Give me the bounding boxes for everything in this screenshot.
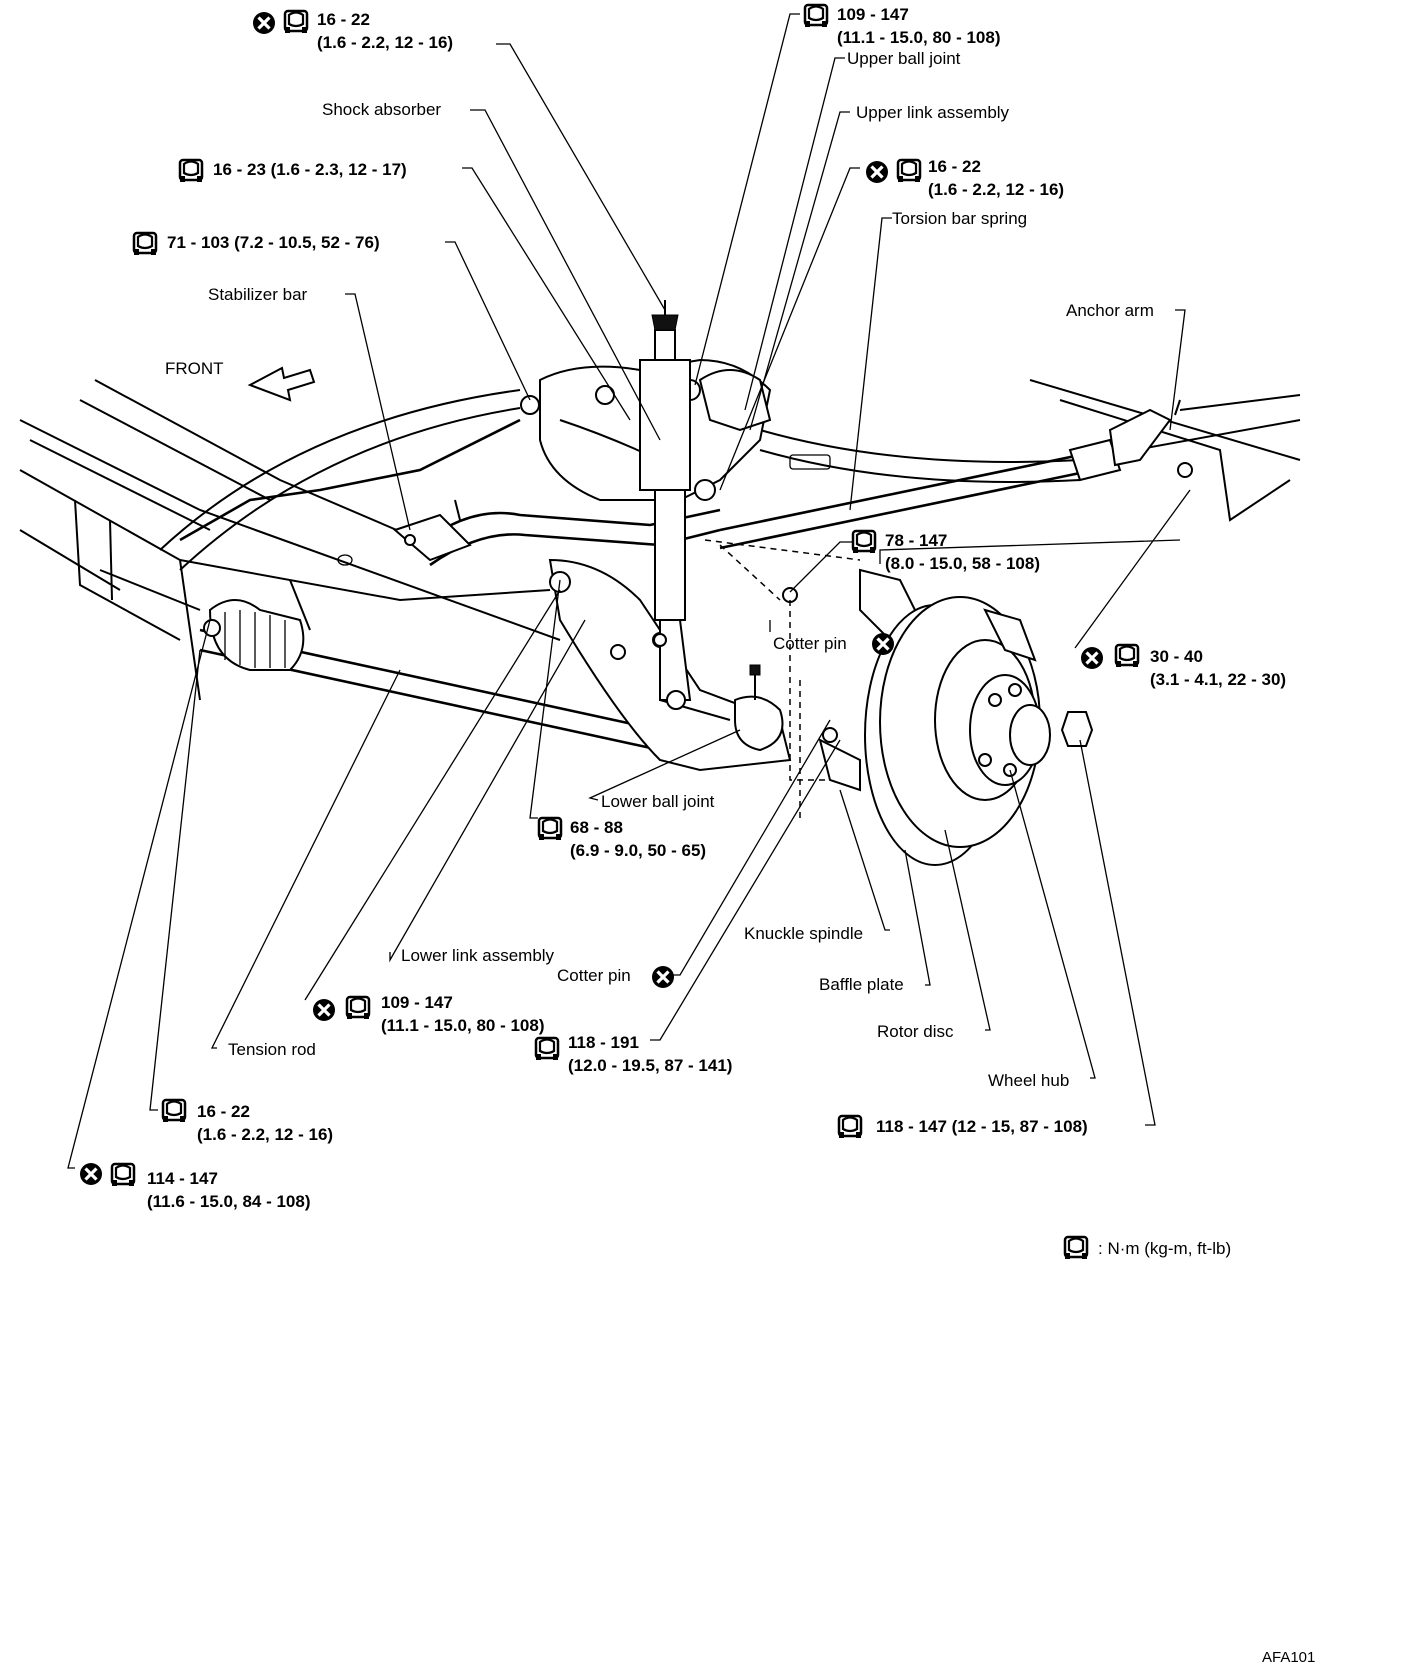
lower-ball-joint-label: Lower ball joint xyxy=(601,792,715,811)
torque-wrench-icon xyxy=(803,3,829,29)
replace-icon xyxy=(870,631,896,657)
knuckle-spindle-label: Knuckle spindle xyxy=(744,924,863,943)
torque-wrench-icon xyxy=(851,529,877,555)
upper-link-assembly-label: Upper link assembly xyxy=(856,103,1010,122)
torque-wrench-icon xyxy=(178,158,204,184)
torque-30-2: (3.1 - 4.1, 22 - 30) xyxy=(1150,670,1286,689)
torque-118-191-2: (12.0 - 19.5, 87 - 141) xyxy=(568,1056,732,1075)
torque-upper-right-2: (1.6 - 2.2, 12 - 16) xyxy=(928,180,1064,199)
figure-code-label: AFA101 xyxy=(1262,1649,1315,1666)
torque-16-22-lower-1: 16 - 22 xyxy=(197,1102,250,1121)
replace-icon xyxy=(1079,645,1105,671)
replace-icon xyxy=(311,997,337,1023)
rotor-disc-drawing xyxy=(864,596,1094,866)
torque-wrench-icon xyxy=(1114,643,1140,669)
torque-wrench-icon xyxy=(837,1114,863,1140)
torque-wrench-icon xyxy=(537,816,563,842)
wheel-hub-label: Wheel hub xyxy=(988,1071,1069,1090)
torsion-bar-drawing xyxy=(719,399,1193,550)
torque-wrench-icon xyxy=(1063,1235,1089,1261)
torque-top-center-2: (11.1 - 15.0, 80 - 108) xyxy=(837,28,1001,47)
torque-118-147-label: 118 - 147 (12 - 15, 87 - 108) xyxy=(876,1117,1088,1136)
tension-rod-label: Tension rod xyxy=(228,1040,316,1059)
torque-114-2: (11.6 - 15.0, 84 - 108) xyxy=(147,1192,311,1211)
replace-icon xyxy=(864,159,890,185)
baffle-plate-label: Baffle plate xyxy=(819,975,904,994)
torsion-bar-spring-label: Torsion bar spring xyxy=(892,209,1027,228)
shock-absorber-drawing xyxy=(639,300,692,710)
torque-wrench-icon xyxy=(161,1098,187,1124)
stabilizer-bar-drawing xyxy=(159,389,721,571)
leader-lines xyxy=(67,13,1191,1169)
cotter-pin-upper-label: Cotter pin xyxy=(773,634,847,653)
stabilizer-bar-label: Stabilizer bar xyxy=(208,285,308,304)
torque-wrench-icon xyxy=(896,158,922,184)
torque-top-left-1: 16 - 22 xyxy=(317,10,370,29)
torque-114-1: 114 - 147 xyxy=(147,1169,218,1188)
lower-link-assembly-label: Lower link assembly xyxy=(401,946,555,965)
torque-upper-right-1: 16 - 22 xyxy=(928,157,981,176)
replace-icon xyxy=(78,1161,104,1187)
upper-ball-joint-label: Upper ball joint xyxy=(847,49,961,68)
torque-top-center-1: 109 - 147 xyxy=(837,5,909,24)
torque-wrench-icon xyxy=(110,1162,136,1188)
torque-wrench-icon xyxy=(345,995,371,1021)
torque-wrench-icon xyxy=(283,9,309,35)
replace-icon xyxy=(650,964,676,990)
torque-shock-label: 16 - 23 (1.6 - 2.3, 12 - 17) xyxy=(213,160,407,179)
torque-wrench-icon xyxy=(132,231,158,257)
legend-units-label: : N·m (kg-m, ft-lb) xyxy=(1098,1239,1231,1258)
torque-68-1: 68 - 88 xyxy=(570,818,623,837)
torque-118-191-1: 118 - 191 xyxy=(568,1033,639,1052)
torque-30-1: 30 - 40 xyxy=(1150,647,1203,666)
torque-68-2: (6.9 - 9.0, 50 - 65) xyxy=(570,841,706,860)
anchor-arm-label: Anchor arm xyxy=(1066,301,1154,320)
front-arrow-icon xyxy=(247,366,316,402)
torque-wrench-icon xyxy=(534,1036,560,1062)
torque-71-label: 71 - 103 (7.2 - 10.5, 52 - 76) xyxy=(167,233,380,252)
replace-icon xyxy=(251,10,277,36)
front-label: FRONT xyxy=(165,359,224,378)
callout-labels: 16 - 22 (1.6 - 2.2, 12 - 16) 109 - 147 (… xyxy=(147,5,1315,1666)
torque-16-22-lower-2: (1.6 - 2.2, 12 - 16) xyxy=(197,1125,333,1144)
torque-78-1: 78 - 147 xyxy=(885,531,947,550)
rotor-disc-label: Rotor disc xyxy=(877,1022,954,1041)
torque-109-lower-1: 109 - 147 xyxy=(381,993,453,1012)
cotter-pin-lower-label: Cotter pin xyxy=(557,966,631,985)
torque-top-left-2: (1.6 - 2.2, 12 - 16) xyxy=(317,33,453,52)
tension-rod-drawing xyxy=(199,599,661,752)
torque-109-lower-2: (11.1 - 15.0, 80 - 108) xyxy=(381,1016,545,1035)
torque-78-2: (8.0 - 15.0, 58 - 108) xyxy=(885,554,1040,573)
shock-absorber-label: Shock absorber xyxy=(322,100,441,119)
